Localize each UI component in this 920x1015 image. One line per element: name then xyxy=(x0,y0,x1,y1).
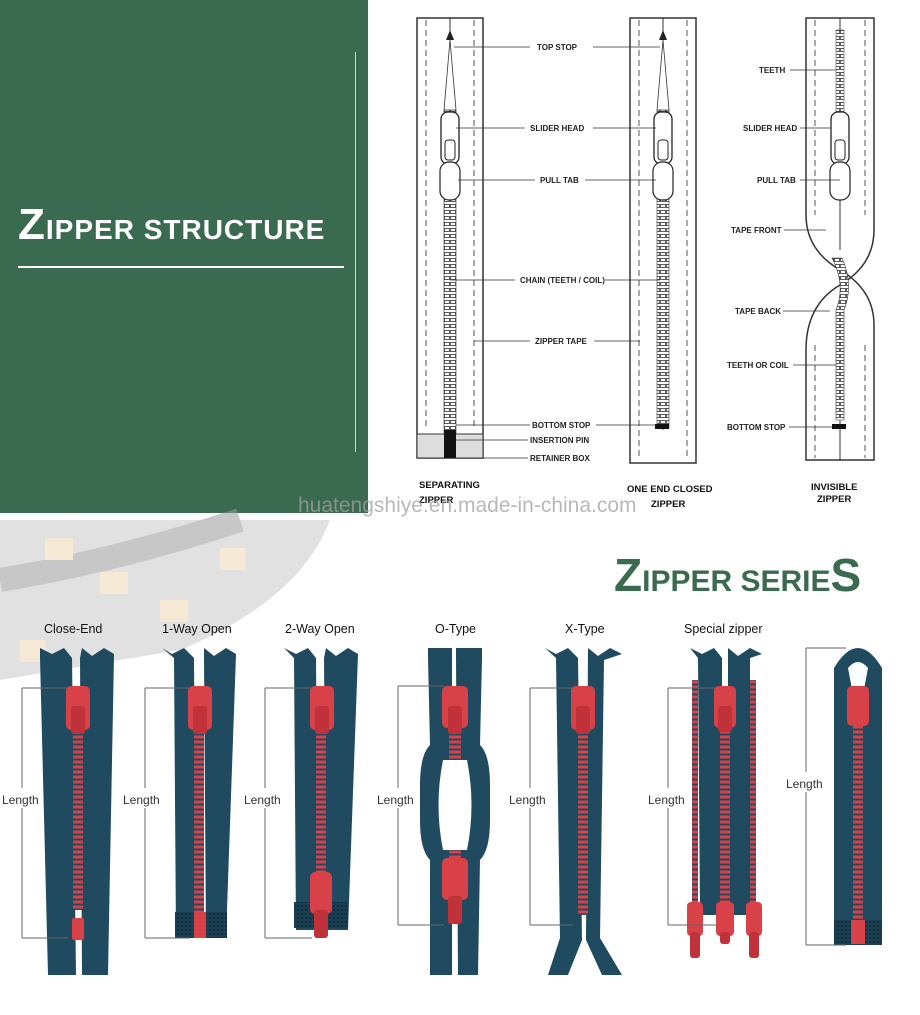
type-special-zipper: Special zipper xyxy=(684,622,763,636)
type-x-type: X-Type xyxy=(565,622,605,636)
label-tape-front: TAPE FRONT xyxy=(731,226,782,235)
label-bottom-stop: BOTTOM STOP xyxy=(532,421,591,430)
label-inv-bottom-stop: BOTTOM STOP xyxy=(727,423,786,432)
type-1-way-open: 1-Way Open xyxy=(162,622,232,636)
caption-invisible-1: INVISIBLE xyxy=(811,482,857,493)
zipper-close-end xyxy=(40,648,114,975)
one-end-closed-zipper-diagram xyxy=(630,18,696,463)
caption-one-end-1: ONE END CLOSED xyxy=(627,484,713,495)
zipper-x-type xyxy=(545,648,622,975)
type-o-type: O-Type xyxy=(435,622,476,636)
label-teeth-or-coil: TEETH OR COIL xyxy=(727,361,789,370)
length-label-3: Length xyxy=(244,793,281,807)
caption-invisible-2: ZIPPER xyxy=(817,494,851,505)
zipper-o-type xyxy=(420,648,490,975)
label-slider-head: SLIDER HEAD xyxy=(530,124,584,133)
label-insertion-pin: INSERTION PIN xyxy=(530,436,589,445)
caption-separating-1: SEPARATING xyxy=(419,480,480,491)
center-label-column: TOP STOP SLIDER HEAD PULL TAB CHAIN (TEE… xyxy=(520,43,605,463)
label-teeth: TEETH xyxy=(759,66,785,75)
length-label-4: Length xyxy=(377,793,414,807)
label-inv-slider-head: SLIDER HEAD xyxy=(743,124,797,133)
zipper-invisible-series xyxy=(834,648,882,945)
label-inv-pull-tab: PULL TAB xyxy=(757,176,796,185)
zipper-special xyxy=(687,648,762,958)
label-tape-back: TAPE BACK xyxy=(735,307,781,316)
caption-one-end-2: ZIPPER xyxy=(651,499,685,510)
label-chain: CHAIN (TEETH / COIL) xyxy=(520,276,605,285)
length-label-6: Length xyxy=(648,793,685,807)
length-label-7: Length xyxy=(786,777,823,791)
length-label-5: Length xyxy=(509,793,546,807)
zipper-1-way-open xyxy=(162,648,236,938)
watermark: huatengshiye.en.made-in-china.com xyxy=(298,494,637,518)
length-label-1: Length xyxy=(2,793,39,807)
invisible-label-column: TEETH SLIDER HEAD PULL TAB TAPE FRONT TA… xyxy=(727,66,797,432)
type-2-way-open: 2-Way Open xyxy=(285,622,355,636)
length-label-2: Length xyxy=(123,793,160,807)
label-pull-tab: PULL TAB xyxy=(540,176,579,185)
separating-zipper-diagram xyxy=(417,18,483,458)
series-title: ZIPPER SERIES xyxy=(614,548,861,602)
label-zipper-tape: ZIPPER TAPE xyxy=(535,337,588,346)
label-retainer-box: RETAINER BOX xyxy=(530,454,591,463)
type-close-end: Close-End xyxy=(44,622,102,636)
zipper-2-way-open xyxy=(284,648,358,938)
invisible-zipper-diagram xyxy=(806,18,874,460)
label-top-stop: TOP STOP xyxy=(537,43,578,52)
